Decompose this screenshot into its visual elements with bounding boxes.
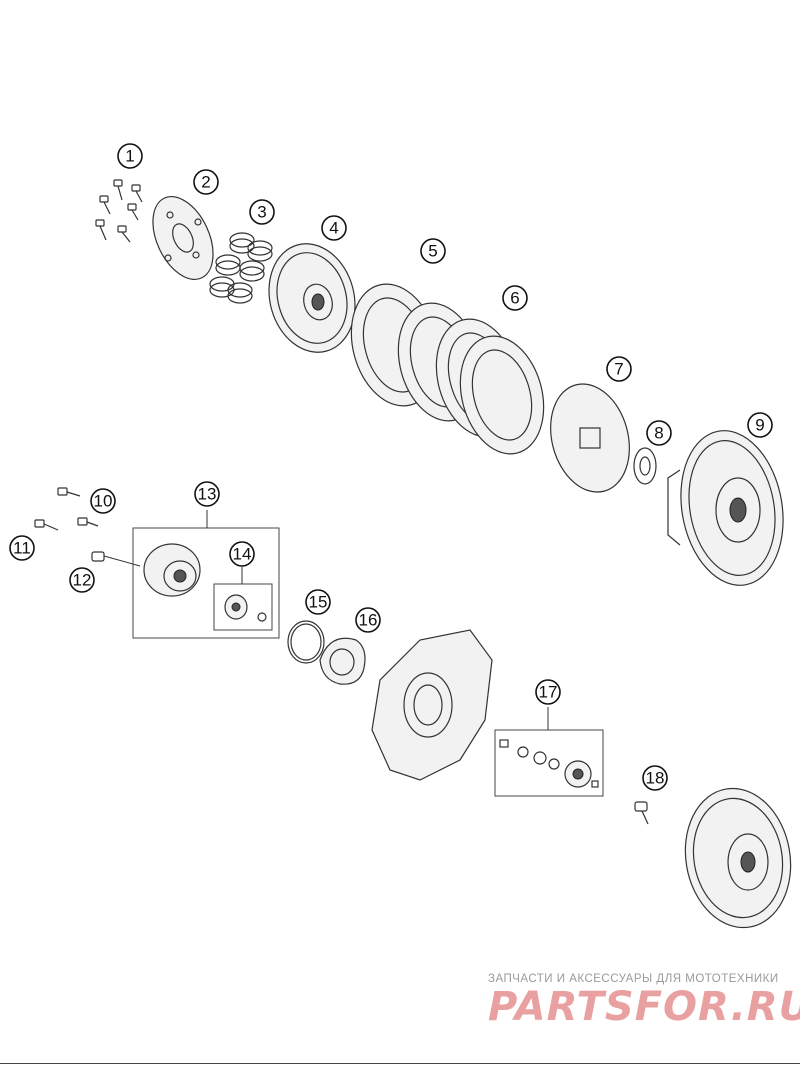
part-outer-basket-9: [667, 430, 784, 586]
part-group-17: [494, 707, 604, 797]
svg-text:9: 9: [755, 416, 764, 435]
part-bolts-1: [95, 179, 143, 243]
part-inner-hub-4: [268, 243, 356, 353]
svg-text:2: 2: [201, 173, 210, 192]
callout-2: 2: [193, 169, 219, 195]
callout-13: 13: [194, 481, 220, 507]
part-group-13: [132, 510, 280, 639]
callout-11: 11: [9, 535, 35, 561]
callout-12: 12: [69, 567, 95, 593]
callout-17: 17: [535, 679, 561, 705]
callout-14: 14: [229, 541, 255, 567]
part-steel-plates-6: [435, 318, 545, 455]
svg-text:15: 15: [309, 593, 328, 612]
part-bolt-11: [34, 519, 59, 531]
watermark-tagline: ЗАПЧАСТИ И АКСЕССУАРЫ ДЛЯ МОТОТЕХНИКИ: [488, 973, 779, 985]
svg-text:8: 8: [654, 424, 663, 443]
callout-6: 6: [502, 285, 528, 311]
part-clutch-cover: [371, 629, 493, 781]
svg-text:14: 14: [233, 545, 252, 564]
svg-text:6: 6: [510, 289, 519, 308]
callout-8: 8: [646, 420, 672, 446]
svg-text:1: 1: [125, 147, 134, 166]
callout-5: 5: [420, 238, 446, 264]
part-group-14: [213, 567, 273, 631]
svg-text:4: 4: [329, 219, 338, 238]
callout-7: 7: [606, 356, 632, 382]
callout-9: 9: [747, 412, 773, 438]
callout-1: 1: [117, 143, 143, 169]
svg-text:12: 12: [73, 571, 92, 590]
part-springs-3: [209, 232, 273, 304]
part-gasket-16: [319, 637, 366, 685]
part-bolts-10: [57, 487, 99, 527]
part-fitting-12: [91, 551, 141, 567]
callout-3: 3: [249, 199, 275, 225]
svg-text:17: 17: [539, 683, 558, 702]
callout-15: 15: [305, 589, 331, 615]
watermark-logo: PARTSFOR.RU: [488, 984, 800, 1030]
svg-text:18: 18: [646, 769, 665, 788]
svg-text:10: 10: [94, 492, 113, 511]
part-oring-15: [287, 620, 325, 664]
part-lower-basket: [684, 787, 792, 929]
callout-18: 18: [642, 765, 668, 791]
part-disc-7: [550, 383, 630, 493]
svg-text:5: 5: [428, 242, 437, 261]
callout-16: 16: [355, 607, 381, 633]
callout-4: 4: [321, 215, 347, 241]
svg-text:7: 7: [614, 360, 623, 379]
part-pressure-plate-2: [152, 196, 214, 280]
bottom-border: [0, 1063, 800, 1064]
svg-text:3: 3: [257, 203, 266, 222]
svg-text:13: 13: [198, 485, 217, 504]
svg-text:16: 16: [359, 611, 378, 630]
svg-text:11: 11: [13, 539, 31, 558]
part-bolt-18: [634, 801, 649, 825]
part-washer-8: [633, 447, 657, 485]
callout-10: 10: [90, 488, 116, 514]
